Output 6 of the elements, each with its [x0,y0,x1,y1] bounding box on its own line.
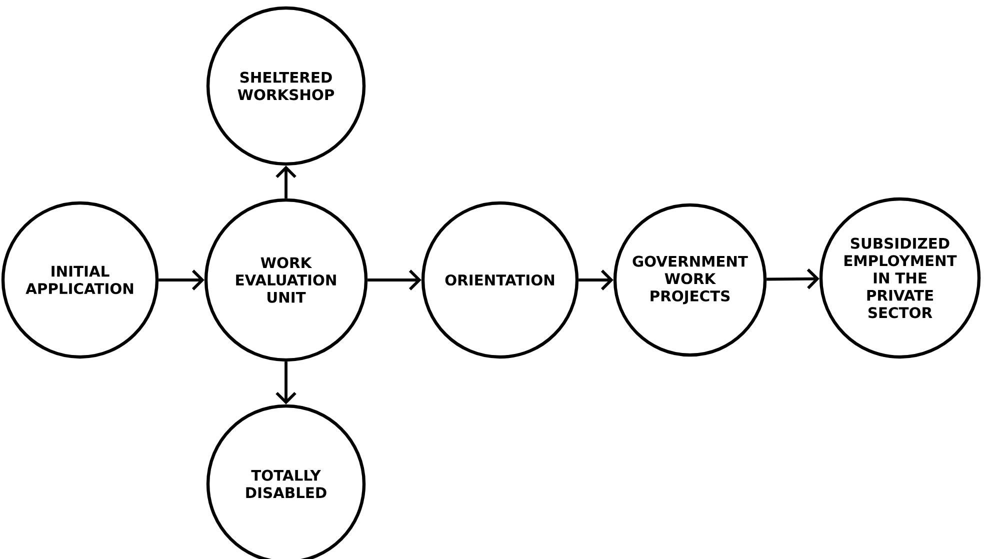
arrow [578,270,614,290]
arrow [766,268,820,290]
arrow [276,362,296,404]
arrow [276,166,296,198]
arrow [368,270,422,290]
arrow [158,270,204,290]
